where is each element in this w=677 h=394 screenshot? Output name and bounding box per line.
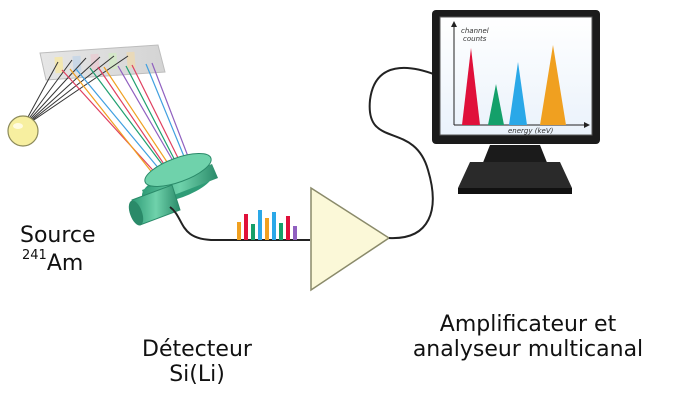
- cable-detector-amplifier: [169, 206, 310, 241]
- spectrum-peak-3: [509, 62, 527, 125]
- spectrum-peak-1: [462, 48, 480, 125]
- detector-label-line1: Détecteur: [142, 337, 252, 362]
- source-sphere: [7, 115, 39, 147]
- amplifier-label: Amplificateur et analyseur multicanal: [388, 312, 668, 362]
- isotope-symbol: Am: [46, 251, 84, 276]
- amplifier: [310, 186, 391, 292]
- cable-amplifier-monitor: [368, 66, 437, 240]
- spectrum-peak-2: [488, 84, 504, 125]
- sample-strip: [39, 44, 166, 81]
- isotope-mass-number: 241: [22, 248, 47, 263]
- screen-y-label-2: counts: [463, 35, 487, 43]
- screen-y-label-1: channel: [461, 27, 489, 35]
- spectrum-peak-4: [540, 45, 566, 125]
- amplifier-label-line2: analyseur multicanal: [412, 337, 644, 362]
- screen-x-label: energy (keV): [508, 127, 554, 135]
- detector: [128, 153, 218, 226]
- source-isotope-label: 241Am: [22, 248, 84, 276]
- detector-label-line2: Si(Li): [169, 362, 225, 387]
- amplifier-label-line1: Amplificateur et: [439, 312, 617, 337]
- detector-label: Détecteur Si(Li): [131, 337, 263, 387]
- source-label: Source: [20, 223, 96, 248]
- fluorescence-rays: [61, 62, 195, 181]
- monitor: channel counts energy (keV): [432, 10, 600, 194]
- pulse-train: [237, 210, 297, 240]
